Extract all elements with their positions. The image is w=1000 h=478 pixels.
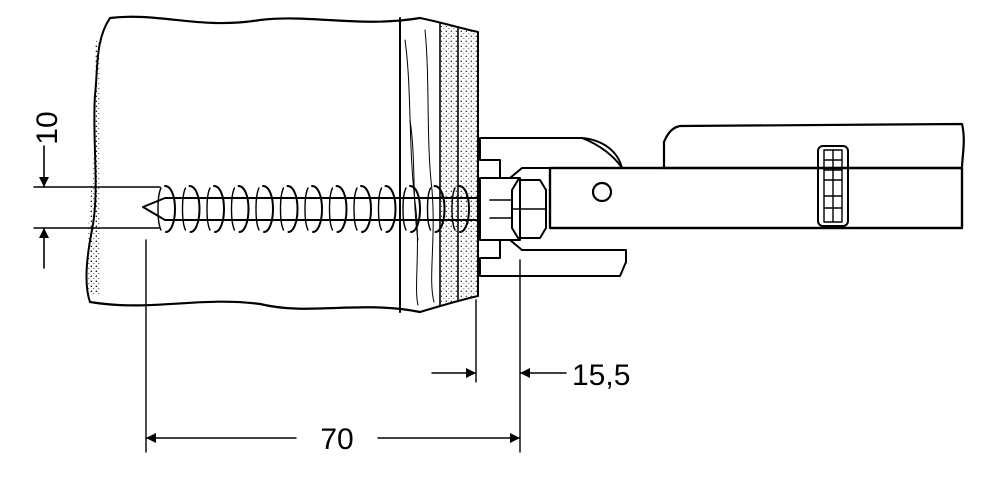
screw-thread-back [279,187,285,231]
screw-thread [164,185,176,233]
dimension-label-70: 70 [320,423,353,456]
screw-thread [213,185,225,233]
screw-thread [188,185,201,233]
screw-thread-back [157,187,162,231]
screw-thread-back [353,187,358,231]
dimension-label-15-5: 15,5 [572,359,630,392]
screw-thread [458,185,470,233]
hex-nut [489,179,547,239]
dimension-label-10: 10 [31,111,64,144]
screw-thread [384,185,397,233]
screw-thread [335,185,348,233]
screw-thread-back [426,187,432,231]
screw-thread-back [402,187,407,231]
screw-thread [311,185,323,233]
dimension-70: 70 [145,239,521,456]
screw-thread [433,185,446,233]
screw-thread-back [377,187,383,231]
pivot-pin [591,181,613,203]
clamp-housing [479,137,627,277]
wood-post [85,15,479,314]
screw-thread-back [206,187,211,231]
screw-thread-back [304,187,309,231]
screw-thread-back [230,187,236,231]
dimension-15-5: 15,5 [431,259,630,453]
screw-thread [286,185,299,233]
screw-thread [360,185,372,233]
screw-thread-back [181,187,187,231]
screw-thread-back [451,187,456,231]
screw-thread-back [328,187,334,231]
screw-thread [237,185,250,233]
dimension-10: 10 [31,111,161,269]
screw-thread-back [255,187,260,231]
wood-screw [142,185,481,233]
glass-panel [548,122,965,230]
set-screw [817,145,849,227]
screw-thread [409,185,421,233]
screw-thread [262,185,274,233]
